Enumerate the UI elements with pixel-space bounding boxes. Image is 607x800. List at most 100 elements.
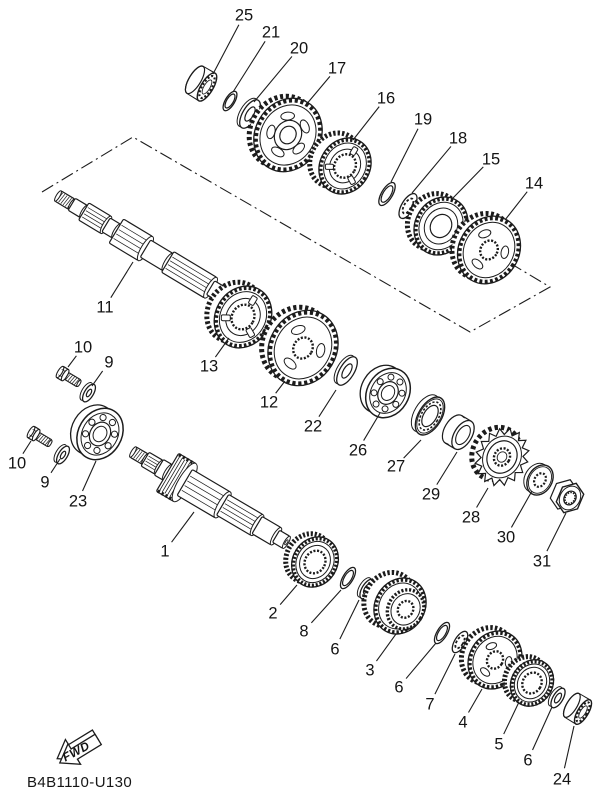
leader-line-11-9 <box>110 261 134 298</box>
part-label-9-22: 9 <box>40 474 49 492</box>
part-label-19-5: 19 <box>414 111 432 129</box>
leader-line-21-1 <box>232 40 266 93</box>
drive-axle-1 <box>129 446 291 549</box>
gear-17 <box>246 93 323 173</box>
part-label-2-25: 2 <box>268 605 277 623</box>
nut-31 <box>549 479 585 514</box>
part-label-20-2: 20 <box>290 40 308 58</box>
leader-line-7-30 <box>434 653 456 695</box>
fwd-arrow: FWD <box>56 729 103 766</box>
part-label-5-32: 5 <box>494 736 503 754</box>
part-label-26-13: 26 <box>349 442 367 460</box>
leader-line-10-21 <box>22 440 32 455</box>
leader-line-30-17 <box>510 490 533 528</box>
leader-line-17-3 <box>304 76 331 107</box>
leader-line-3-28 <box>375 633 397 662</box>
part-label-16-4: 16 <box>377 90 395 108</box>
leader-line-9-20 <box>91 370 104 387</box>
ball-bearing-23 <box>69 404 124 461</box>
part-label-29-15: 29 <box>422 486 440 504</box>
leader-line-26-13 <box>363 412 381 441</box>
part-label-6-27: 6 <box>330 641 339 659</box>
part-label-28-16: 28 <box>462 509 480 527</box>
gear-15 <box>404 191 469 256</box>
leader-line-20-2 <box>253 56 293 103</box>
leader-line-10-19 <box>67 355 77 368</box>
part-label-6-33: 6 <box>523 752 532 770</box>
part-label-10-21: 10 <box>8 455 26 473</box>
part-label-30-17: 30 <box>497 529 515 547</box>
part-label-1-24: 1 <box>160 543 169 561</box>
gear-2 <box>283 531 340 588</box>
gear-13 <box>204 279 273 349</box>
part-label-7-30: 7 <box>425 696 434 714</box>
lock-washer-18 <box>398 192 418 220</box>
circlip-19 <box>378 181 396 207</box>
part-label-13-10: 13 <box>200 358 218 376</box>
leader-line-29-15 <box>436 451 458 485</box>
leader-line-31-18 <box>546 512 567 552</box>
circlip-6b <box>433 621 451 645</box>
axis-phantom-line <box>41 136 552 333</box>
bushing-24 <box>562 692 593 726</box>
part-label-24-34: 24 <box>553 771 571 789</box>
part-label-12-11: 12 <box>260 394 278 412</box>
bolt-10-upper <box>55 365 82 387</box>
leader-line-19-5 <box>390 128 419 183</box>
part-label-6-29: 6 <box>394 679 403 697</box>
part-label-8-26: 8 <box>299 623 308 641</box>
leader-line-23-23 <box>82 460 97 492</box>
leader-line-6-27 <box>339 599 360 640</box>
washer-9-lower <box>53 444 71 465</box>
leader-line-15-7 <box>451 166 484 200</box>
part-label-10-19: 10 <box>74 339 92 357</box>
circlip-8 <box>339 566 357 590</box>
part-label-4-31: 4 <box>458 714 467 732</box>
leader-line-25-0 <box>212 24 240 75</box>
sprocket-28 <box>469 424 530 487</box>
leader-line-24-34 <box>563 725 575 769</box>
fwd-arrow-body <box>58 733 103 766</box>
leader-line-2-25 <box>279 584 298 606</box>
washer-22 <box>333 354 358 386</box>
part-label-27-14: 27 <box>387 458 405 476</box>
gear-14 <box>449 210 522 285</box>
lock-washer-7 <box>451 630 469 654</box>
spacer-29 <box>441 414 475 451</box>
washer-20 <box>236 97 261 129</box>
part-label-23-23: 23 <box>69 493 87 511</box>
gear-12 <box>259 304 339 387</box>
leader-line-27-14 <box>403 439 422 459</box>
part-label-9-20: 9 <box>104 354 113 372</box>
leader-line-18-6 <box>411 146 452 194</box>
diagram-code: B4B1110-U130 <box>27 774 133 791</box>
part-label-22-12: 22 <box>304 418 322 436</box>
leader-line-12-11 <box>275 380 286 394</box>
lock-washer-30 <box>523 462 554 496</box>
gear-16 <box>307 130 372 195</box>
oil-seal-27 <box>410 394 446 436</box>
leader-line-28-16 <box>476 487 489 508</box>
part-label-15-7: 15 <box>482 151 500 169</box>
ball-bearing-26 <box>359 364 412 419</box>
leader-line-8-26 <box>310 589 342 624</box>
part-label-18-6: 18 <box>449 130 467 148</box>
part-label-11-9: 11 <box>96 299 113 317</box>
washer-9-upper <box>79 382 97 403</box>
part-label-31-18: 31 <box>533 553 551 571</box>
leader-line-4-31 <box>468 688 483 713</box>
part-label-17-3: 17 <box>328 60 346 78</box>
bolt-10-lower <box>26 425 53 447</box>
circlip-21 <box>222 90 238 112</box>
leader-line-9-22 <box>50 458 61 474</box>
leader-line-5-32 <box>503 701 520 735</box>
part-label-14-8: 14 <box>525 175 543 193</box>
leader-line-14-8 <box>504 191 528 221</box>
gear-4 <box>458 625 523 690</box>
part-label-25-0: 25 <box>235 7 253 25</box>
leader-line-6-29 <box>405 642 437 679</box>
leader-line-16-4 <box>352 106 380 141</box>
gear-3 <box>361 569 427 635</box>
